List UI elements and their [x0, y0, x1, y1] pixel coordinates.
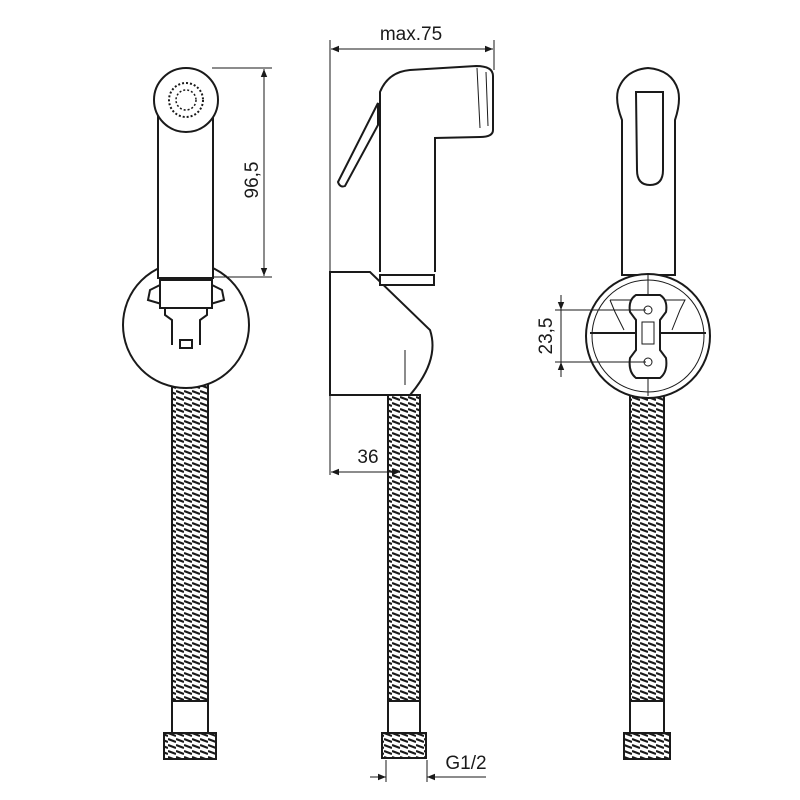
dimension-label-g1-2: G1/2 [445, 753, 486, 774]
side-nut [381, 732, 427, 759]
rear-nut [623, 732, 671, 760]
front-hose [171, 344, 209, 702]
front-view [122, 67, 250, 760]
dimension-label-96-5: 96,5 [242, 162, 263, 199]
front-nut [163, 732, 217, 760]
dimension-label-36: 36 [357, 447, 378, 468]
rear-view [585, 66, 711, 760]
dimension-label-23-5: 23,5 [536, 318, 557, 355]
dimension-max-width: max.75 [329, 24, 495, 475]
side-bracket [329, 271, 434, 396]
side-handle [379, 64, 494, 272]
dimension-bracket-depth: 36 [331, 447, 400, 476]
rear-lever-slot [634, 91, 664, 187]
dimension-head-height: 96,5 [212, 67, 272, 278]
dimension-thread: G1/2 [370, 753, 487, 782]
spray-face-icon [168, 82, 204, 118]
dimension-label-max-75: max.75 [380, 24, 442, 45]
side-lever [336, 102, 379, 188]
side-view [329, 64, 494, 759]
dimension-hole-spacing: 23,5 [536, 295, 646, 377]
rear-hose [629, 389, 665, 702]
side-hose [387, 394, 421, 702]
